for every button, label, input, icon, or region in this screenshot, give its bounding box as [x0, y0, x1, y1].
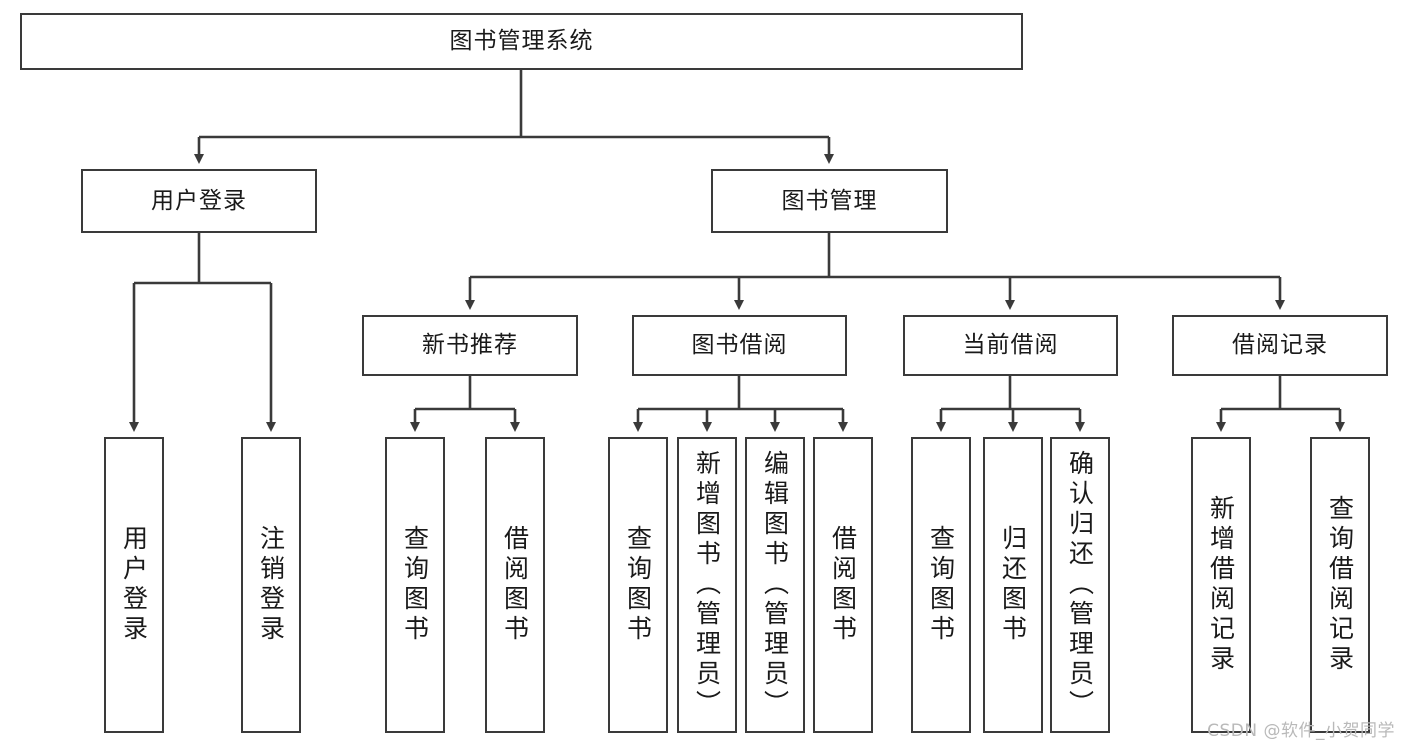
node-new-book-recommend-label: 新书推荐: [422, 332, 518, 359]
node-book-borrow-label: 图书借阅: [691, 332, 788, 359]
node-book-management-label: 图书管理: [781, 187, 878, 214]
csdn-watermark: CSDN @软件_小贺同学: [1207, 721, 1395, 741]
leaf-borrow-book-recommend[interactable]: 借阅图书: [485, 437, 545, 733]
leaf-logout-login-label: 注销登录: [256, 525, 286, 645]
node-current-borrow-label: 当前借阅: [962, 332, 1059, 359]
leaf-user-login[interactable]: 用户登录: [104, 437, 164, 733]
leaf-logout-login[interactable]: 注销登录: [241, 437, 301, 733]
leaf-add-book-admin[interactable]: 新增图书（管理员）: [677, 437, 737, 733]
leaf-user-login-label: 用户登录: [119, 525, 149, 645]
node-current-borrow[interactable]: 当前借阅: [903, 315, 1118, 376]
leaf-return-book-label: 归还图书: [998, 525, 1028, 645]
leaf-query-book-borrow-label: 查询图书: [623, 525, 653, 645]
node-root-label: 图书管理系统: [449, 28, 594, 55]
leaf-borrow-book-recommend-label: 借阅图书: [500, 525, 530, 645]
node-root[interactable]: 图书管理系统: [20, 13, 1023, 70]
leaf-borrow-book-label: 借阅图书: [828, 525, 858, 645]
node-user-login-label: 用户登录: [151, 187, 247, 214]
node-borrow-record-label: 借阅记录: [1232, 332, 1328, 359]
leaf-query-book-recommend[interactable]: 查询图书: [385, 437, 445, 733]
leaf-add-borrow-record[interactable]: 新增借阅记录: [1191, 437, 1251, 733]
leaf-query-book-current[interactable]: 查询图书: [911, 437, 971, 733]
node-new-book-recommend[interactable]: 新书推荐: [362, 315, 578, 376]
leaf-query-borrow-record[interactable]: 查询借阅记录: [1310, 437, 1370, 733]
leaf-borrow-book[interactable]: 借阅图书: [813, 437, 873, 733]
node-user-login[interactable]: 用户登录: [81, 169, 317, 233]
node-book-borrow[interactable]: 图书借阅: [632, 315, 847, 376]
node-borrow-record[interactable]: 借阅记录: [1172, 315, 1388, 376]
leaf-query-book-recommend-label: 查询图书: [400, 525, 430, 645]
leaf-add-borrow-record-label: 新增借阅记录: [1206, 495, 1236, 675]
leaf-return-book[interactable]: 归还图书: [983, 437, 1043, 733]
leaf-confirm-return-admin-label: 确认归还（管理员）: [1065, 450, 1095, 720]
leaf-edit-book-admin-label: 编辑图书（管理员）: [760, 450, 790, 720]
leaf-edit-book-admin[interactable]: 编辑图书（管理员）: [745, 437, 805, 733]
leaf-confirm-return-admin[interactable]: 确认归还（管理员）: [1050, 437, 1110, 733]
leaf-add-book-admin-label: 新增图书（管理员）: [692, 450, 722, 720]
leaf-query-borrow-record-label: 查询借阅记录: [1325, 495, 1355, 675]
leaf-query-book-current-label: 查询图书: [926, 525, 956, 645]
leaf-query-book-borrow[interactable]: 查询图书: [608, 437, 668, 733]
node-book-management[interactable]: 图书管理: [711, 169, 948, 233]
